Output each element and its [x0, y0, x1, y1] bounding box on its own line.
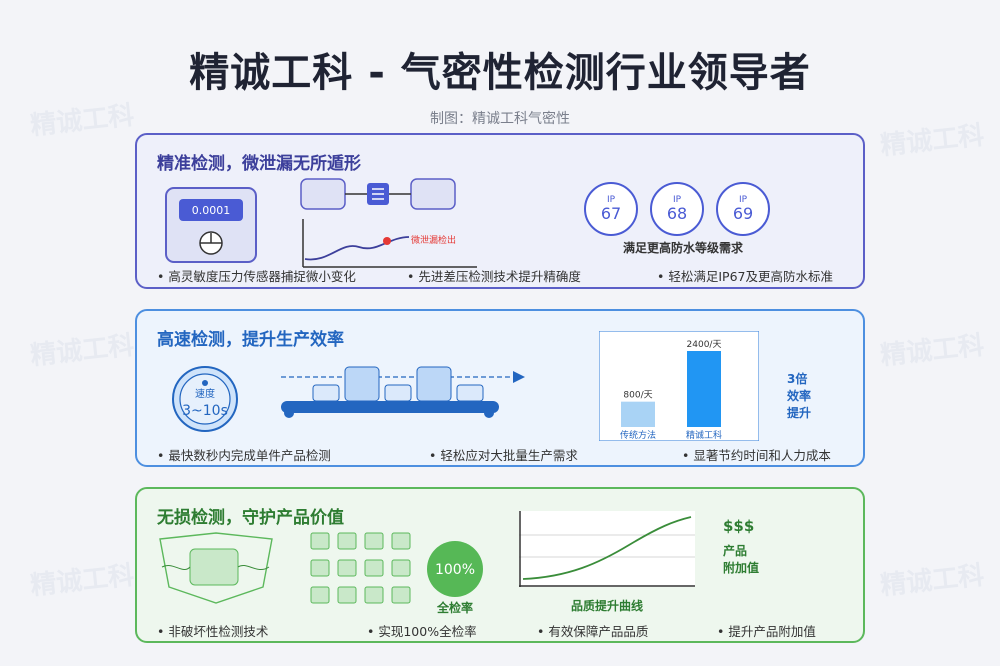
conveyor-belt-icon	[281, 366, 525, 418]
timer-label: 速度	[195, 387, 215, 400]
bullet-item: • 轻松应对大批量生产需求	[429, 448, 578, 463]
watermark: 精诚工科	[878, 330, 986, 372]
full-check-label: 全检率	[436, 601, 473, 615]
watermark: 精诚工科	[878, 560, 986, 602]
value-note: 产品 附加值	[723, 543, 759, 577]
bullet-item: • 最快数秒内完成单件产品检测	[157, 448, 331, 463]
bar-value-label: 800/天	[623, 391, 652, 401]
bar-category-label: 传统方法	[620, 429, 656, 441]
full-inspection-badge: 100%	[427, 541, 483, 597]
page-title: 精诚工科 - 气密性检测行业领导者	[189, 50, 811, 96]
svg-text:67: 67	[601, 204, 621, 223]
differential-pressure-diagram: 微泄漏检出	[300, 178, 477, 268]
watermark: 精诚工科	[28, 560, 136, 602]
bullet-item: • 高灵敏度压力传感器捕捉微小变化	[157, 269, 356, 284]
panel-precision: 精准检测，微泄漏无所遁形 0.0001 微泄漏检出 IP 67	[135, 133, 865, 289]
efficiency-note: 3倍 效率 提升	[787, 371, 811, 422]
bar-value-label: 2400/天	[687, 340, 722, 350]
section-title: 无损检测，守护产品价值	[157, 508, 344, 528]
product-grid-icon	[310, 532, 411, 604]
ip-caption: 满足更高防水等级需求	[622, 241, 743, 255]
watermark: 精诚工科	[28, 330, 136, 372]
bullet-item: • 显著节约时间和人力成本	[682, 448, 831, 463]
bullet-item: • 实现100%全检率	[367, 624, 477, 639]
ip-badge: IP 67	[584, 182, 638, 236]
svg-text:IP: IP	[607, 195, 616, 205]
bar-1	[687, 351, 721, 427]
ip-badge: IP 68	[650, 182, 704, 236]
page-subtitle: 制图：精诚工科气密性	[430, 111, 570, 127]
leak-point-icon	[383, 237, 391, 245]
full-check-value: 100%	[435, 562, 475, 578]
bullet-item: • 轻松满足IP67及更高防水标准	[657, 269, 833, 284]
svg-text:69: 69	[733, 204, 753, 223]
curve-label: 品质提升曲线	[570, 599, 643, 613]
section-title: 精准检测，微泄漏无所遁形	[157, 154, 361, 174]
efficiency-line: 效率	[787, 389, 812, 403]
quality-curve-chart	[519, 511, 695, 587]
value-symbol: $$$	[723, 517, 755, 535]
bullet-item: • 有效保障产品品质	[537, 624, 649, 639]
svg-text:68: 68	[667, 204, 687, 223]
bar-0	[621, 401, 655, 427]
section-title: 高速检测，提升生产效率	[157, 330, 344, 350]
value-line: 产品	[723, 544, 748, 558]
bar-category-label: 精诚工科	[686, 429, 722, 441]
timer-icon: 速度 3~10s	[172, 366, 238, 432]
panel-speed: 高速检测，提升生产效率 速度 3~10s 800/天传统方法 2400/天精诚工科…	[135, 309, 865, 467]
pressure-sensor-icon: 0.0001	[165, 187, 257, 263]
svg-text:IP: IP	[673, 195, 682, 205]
ip-circles: IP 67 IP 68 IP 69	[584, 182, 770, 236]
value-line: 附加值	[723, 561, 760, 575]
efficiency-line: 3倍	[787, 372, 808, 386]
shield-product-icon	[159, 532, 273, 604]
bullet-item: • 非破坏性检测技术	[157, 624, 269, 639]
bullet-item: • 先进差压检测技术提升精确度	[407, 269, 581, 284]
bullet-item: • 提升产品附加值	[717, 624, 816, 639]
gauge-readout: 0.0001	[192, 204, 231, 217]
leak-label: 微泄漏检出	[411, 234, 456, 246]
efficiency-line: 提升	[787, 406, 812, 420]
timer-value: 3~10s	[182, 403, 228, 419]
svg-text:IP: IP	[739, 195, 748, 205]
ip-badge: IP 69	[716, 182, 770, 236]
ip-level-group: IP 67 IP 68 IP 69 满足更高防水等级需求	[583, 181, 783, 255]
panel-nondestructive: 无损检测，守护产品价值 100% 全检率 品质提升曲线 $$$ 产品 附加值 •…	[135, 487, 865, 643]
